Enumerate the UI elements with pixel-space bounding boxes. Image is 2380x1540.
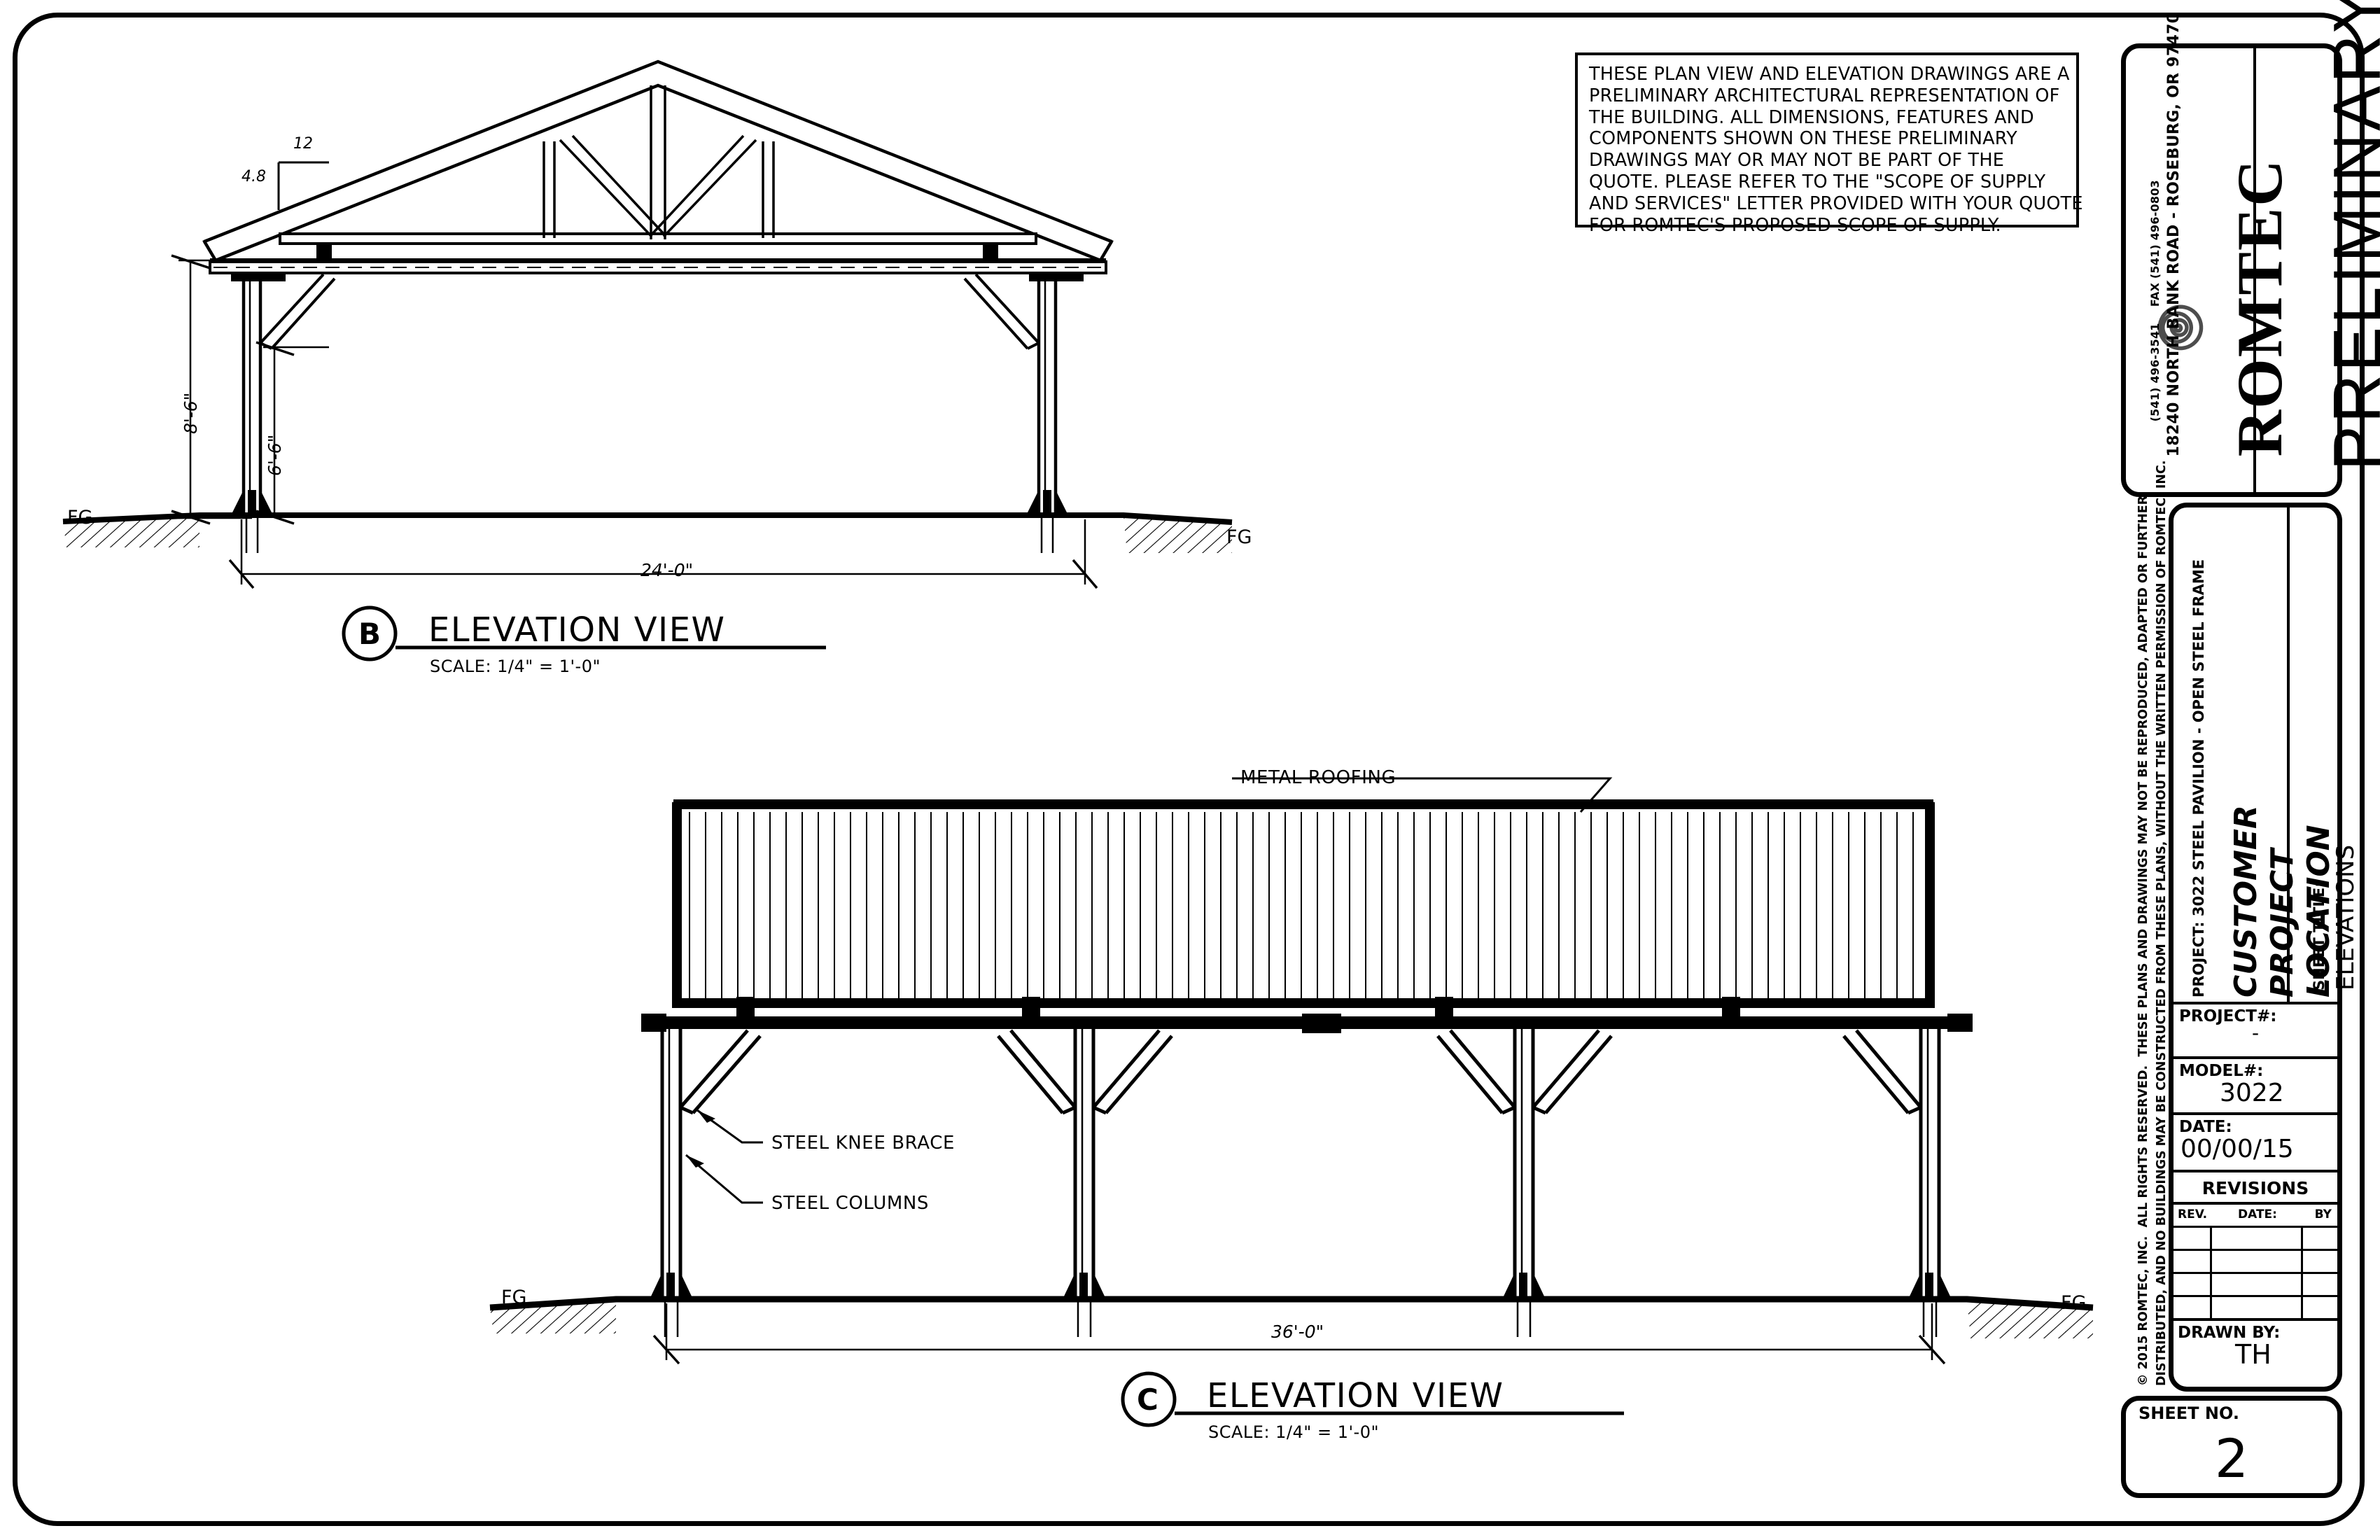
spiral-logo-icon [2157, 304, 2204, 351]
project-number-value[interactable]: - [2252, 1021, 2260, 1044]
sheet-title-value: ELEVATIONS [2332, 844, 2360, 990]
general-note-line: DRAWINGS MAY OR MAY NOT BE PART OF THE [1589, 150, 2005, 172]
general-note-line: THESE PLAN VIEW AND ELEVATION DRAWINGS A… [1589, 64, 2070, 85]
revisions-column-headers: REV. DATE: BY [2174, 1202, 2337, 1226]
general-note-line: THE BUILDING. ALL DIMENSIONS, FEATURES A… [1589, 106, 2034, 128]
view-title-c: ELEVATION VIEW [1207, 1376, 1504, 1415]
revisions-grid [2174, 1226, 2337, 1318]
rev-col-by: BY [2314, 1208, 2332, 1222]
sheet-title-divider [2287, 507, 2290, 1002]
table-row[interactable] [2174, 1295, 2337, 1318]
finish-grade-label-left-b: FG [67, 507, 93, 528]
table-row[interactable] [2174, 1226, 2337, 1249]
finish-grade-label-left-c: FG [501, 1287, 527, 1308]
project-title-block: PROJECT: 3022 STEEL PAVILION - OPEN STEE… [2169, 503, 2360, 1392]
general-note-line: COMPONENTS SHOWN ON THESE PRELIMINARY [1589, 128, 2017, 150]
revisions-col-divider [2210, 1226, 2212, 1318]
project-field: PROJECT [2264, 848, 2300, 997]
date-row: DATE: 00/00/15 [2174, 1112, 2337, 1170]
general-note-line: FOR ROMTEC'S PROPOSED SCOPE OF SUPPLY. [1589, 214, 2001, 236]
view-scale-b: SCALE: 1/4" = 1'-0" [430, 657, 601, 676]
customer-field: CUSTOMER [2228, 805, 2264, 997]
sheet-number-value: 2 [2214, 1427, 2249, 1490]
roof-pitch-rise-label: 4.8 [241, 168, 266, 186]
callout-steel-knee-brace: STEEL KNEE BRACE [771, 1133, 955, 1154]
dimension-eave-height: 8'-6" [181, 392, 201, 434]
table-row[interactable] [2174, 1272, 2337, 1295]
company-logo-panel: ROMTEC 18240 NORTH BANK ROAD - ROSEBURG,… [2121, 0, 2380, 497]
drawn-by-value[interactable]: TH [2235, 1339, 2272, 1370]
company-name: ROMTEC [2224, 158, 2295, 457]
copyright-line-1: © 2015 ROMTEC, INC. ALL RIGHTS RESERVED.… [2136, 495, 2150, 1386]
dimension-building-length: 36'-0" [1271, 1322, 1324, 1342]
logo-panel-divider [2253, 48, 2256, 492]
callout-steel-columns: STEEL COLUMNS [771, 1193, 930, 1214]
project-number-label: PROJECT#: [2179, 1007, 2277, 1026]
company-phone: (541) 496-3541 FAX (541) 496-0803 [2148, 180, 2162, 422]
view-bubble-c: C [1137, 1382, 1158, 1417]
copyright-line-2: DISTRIBUTED, AND NO BUILDINGS MAY BE CON… [2155, 460, 2169, 1387]
preliminary-stamp: PRELIMINARY [2320, 0, 2380, 471]
dimension-building-width: 24'-0" [640, 560, 694, 580]
table-row[interactable] [2174, 1249, 2337, 1272]
callout-metal-roofing: METAL ROOFING [1240, 767, 1396, 788]
model-number-row: MODEL#: 3022 [2174, 1056, 2337, 1112]
general-note-line: PRELIMINARY ARCHITECTURAL REPRESENTATION… [1589, 85, 2060, 106]
view-scale-c: SCALE: 1/4" = 1'-0" [1208, 1422, 1380, 1442]
general-note-line: AND SERVICES" LETTER PROVIDED WITH YOUR … [1589, 192, 2083, 214]
view-bubble-b: B [358, 617, 382, 651]
sheet-border [13, 13, 2365, 1526]
rev-col-date: DATE: [2238, 1208, 2277, 1222]
model-number-label: MODEL#: [2179, 1062, 2264, 1080]
revisions-label: REVISIONS [2202, 1178, 2309, 1198]
finish-grade-label-right-c: FG [2061, 1292, 2087, 1314]
roof-pitch-run-label: 12 [293, 135, 313, 153]
sheet-number-label: SHEET NO. [2138, 1404, 2239, 1423]
project-line: PROJECT: 3022 STEEL PAVILION - OPEN STEE… [2190, 559, 2207, 997]
drawn-by-row: DRAWN BY: TH [2174, 1318, 2337, 1385]
model-number-value[interactable]: 3022 [2220, 1079, 2284, 1107]
sheet-number-block: SHEET NO. 2 [2121, 1396, 2342, 1498]
general-note-line: QUOTE. PLEASE REFER TO THE "SCOPE OF SUP… [1589, 171, 2046, 192]
rev-col-rev: REV. [2178, 1208, 2208, 1222]
date-value[interactable]: 00/00/15 [2180, 1135, 2294, 1163]
date-label: DATE: [2179, 1118, 2232, 1136]
general-notes-box: THESE PLAN VIEW AND ELEVATION DRAWINGS A… [1575, 52, 2083, 236]
revisions-col-divider [2301, 1226, 2303, 1318]
view-title-b: ELEVATION VIEW [428, 610, 726, 650]
project-number-row: PROJECT#: - [2174, 1002, 2337, 1056]
dimension-clear-height: 6'-6" [265, 434, 285, 476]
revisions-header: REVISIONS [2174, 1170, 2337, 1202]
finish-grade-label-right-b: FG [1226, 526, 1252, 548]
drawn-by-label: DRAWN BY: [2178, 1324, 2281, 1342]
sheet-title-label: SHEET TITLE: [2311, 881, 2328, 990]
copyright-notice: © 2015 ROMTEC, INC. ALL RIGHTS RESERVED.… [2121, 461, 2169, 1390]
